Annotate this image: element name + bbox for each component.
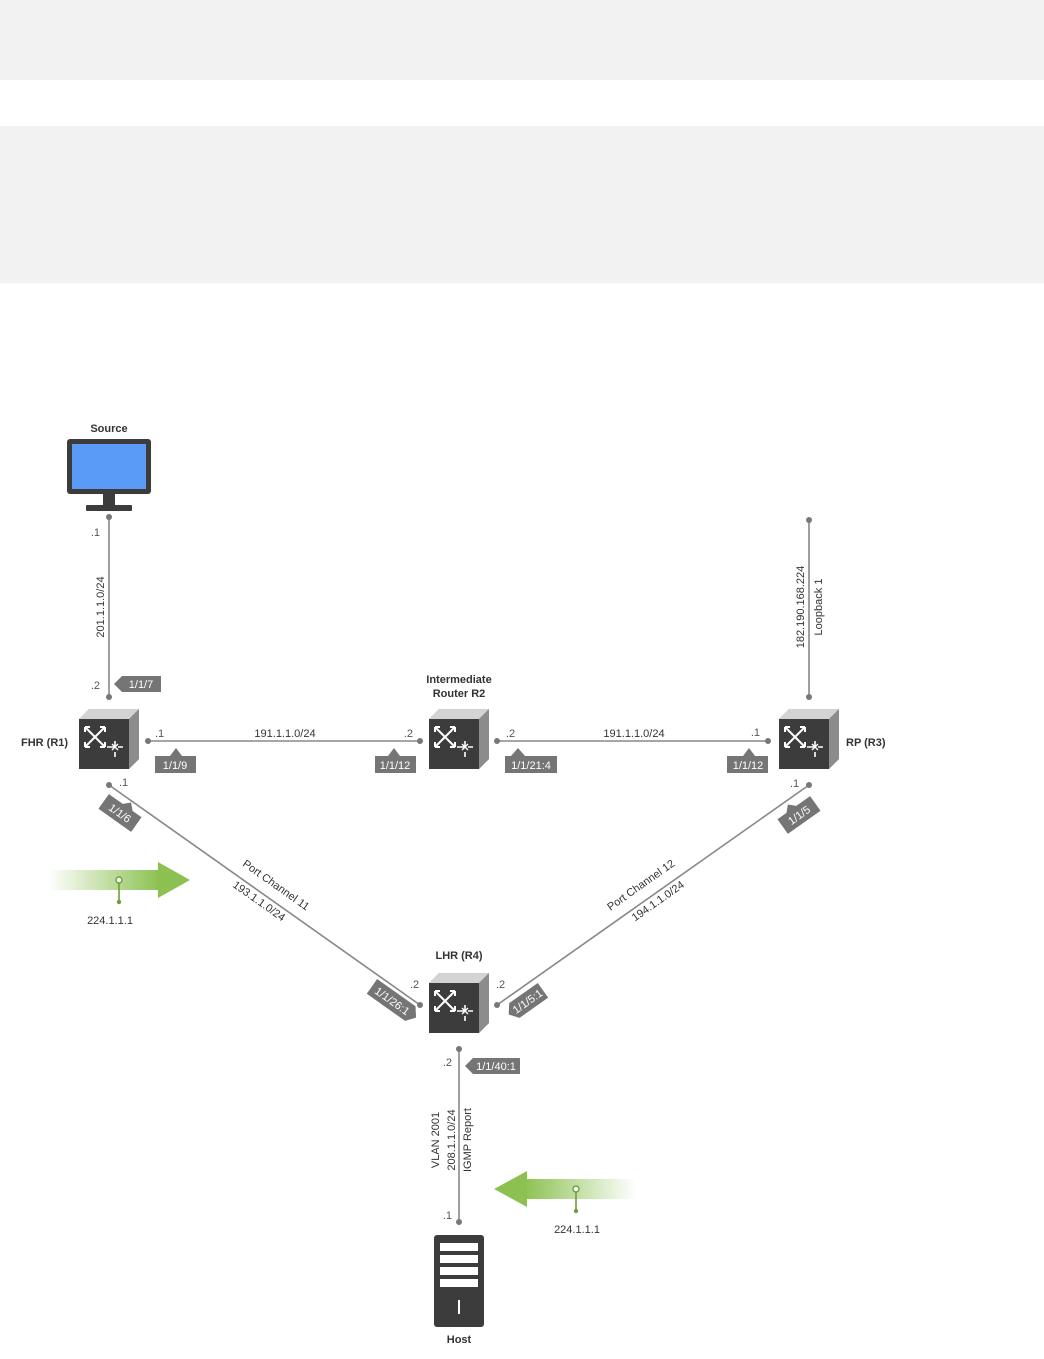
link-fhr-lhr [108, 784, 421, 1006]
rp-label: RP (R3) [846, 737, 886, 749]
monitor-icon [67, 439, 151, 511]
top-band [0, 0, 1044, 80]
ip-fhr-r2-b: .2 [404, 728, 413, 740]
multicast-flow-arrow-right [48, 862, 190, 905]
loopback-ip: 182.190.168.224 [795, 566, 807, 649]
ip-r2-rp-a: .2 [506, 728, 515, 740]
loopback-name: Loopback 1 [813, 579, 825, 636]
fhr-label: FHR (R1) [21, 737, 68, 749]
port-tag-1-1-7: 1/1/7 [114, 676, 161, 692]
vlan-name: VLAN 2001 [430, 1112, 442, 1168]
ip-host-up: .1 [443, 1210, 452, 1222]
header-band [0, 126, 1044, 283]
links [108, 517, 810, 1222]
ip-fhr-up: .2 [91, 680, 100, 692]
ip-lhr-down: .2 [443, 1057, 452, 1069]
port-tag-1-1-40-1: 1/1/40:1 [465, 1058, 520, 1074]
switch-icon-r2 [428, 708, 490, 770]
server-icon [434, 1235, 484, 1327]
host-label: Host [447, 1334, 472, 1346]
igmp-report-label: IGMP Report [462, 1108, 474, 1172]
subnet-fhr-r2: 191.1.1.0/24 [254, 728, 315, 740]
multicast-flow-arrow-left [494, 1171, 636, 1214]
ip-fhr-r2-a: .1 [155, 728, 164, 740]
subnet-source-fhr: 201.1.1.0/24 [95, 576, 107, 637]
source-label: Source [90, 423, 127, 435]
multicast-group-left: 224.1.1.1 [87, 915, 133, 927]
ip-r2-rp-b: .1 [751, 727, 760, 739]
port-tag-1-1-12-r2: 1/1/12 [375, 748, 416, 773]
svg-text:1/1/12: 1/1/12 [380, 760, 411, 772]
ip-rp-down: .1 [790, 778, 799, 790]
svg-text:1/1/9: 1/1/9 [163, 760, 187, 772]
switch-icon-rp [778, 708, 840, 770]
ip-lhr-left: .2 [410, 979, 419, 991]
r2-label-line1: Intermediate [426, 674, 491, 686]
link-rp-lhr [496, 784, 810, 1006]
link-endpoints [106, 514, 812, 1225]
ip-fhr-down: .1 [119, 777, 128, 789]
vlan-subnet: 208.1.1.0/24 [446, 1109, 458, 1170]
ip-source-end: .1 [91, 527, 100, 539]
port-tag-1-1-9: 1/1/9 [155, 748, 196, 773]
port-tag-1-1-6: 1/1/6 [98, 794, 142, 832]
ip-lhr-right: .2 [496, 979, 505, 991]
svg-text:1/1/12: 1/1/12 [733, 760, 764, 772]
svg-text:1/1/21:4: 1/1/21:4 [511, 760, 551, 772]
subnet-r2-rp: 191.1.1.0/24 [603, 728, 664, 740]
multicast-group-right: 224.1.1.1 [554, 1224, 600, 1236]
svg-text:1/1/7: 1/1/7 [129, 679, 153, 691]
port-tag-1-1-21-4: 1/1/21:4 [505, 748, 557, 773]
svg-text:1/1/40:1: 1/1/40:1 [476, 1061, 516, 1073]
port-tag-1-1-5: 1/1/5 [777, 796, 821, 834]
switch-icon-lhr [428, 972, 490, 1034]
port-tag-1-1-5-1: 1/1/5:1 [508, 982, 549, 1018]
lhr-label: LHR (R4) [435, 950, 482, 962]
port-tag-1-1-12-rp: 1/1/12 [727, 748, 768, 773]
switch-icon-fhr [78, 708, 140, 770]
r2-label-line2: Router R2 [433, 688, 486, 700]
